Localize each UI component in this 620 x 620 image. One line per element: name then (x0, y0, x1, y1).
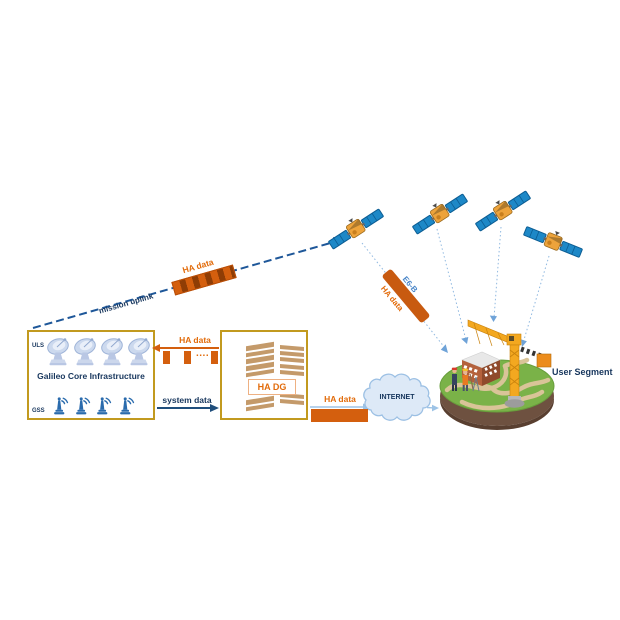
terrain-island-illustration (439, 319, 555, 430)
data-packet-bar (184, 351, 191, 364)
satellite-dish-icon (99, 336, 125, 366)
downlink-lines (361, 226, 550, 349)
satellite-dish-icon (72, 336, 98, 366)
workers (451, 367, 480, 392)
ha-dg-label: HA DG (248, 379, 296, 395)
ha-data-return-arrow (160, 347, 219, 349)
internet-label: INTERNET (379, 394, 415, 401)
satellite-dish-icon (45, 336, 71, 366)
data-packet-bar (211, 351, 218, 364)
internet-ha-data-bar (311, 409, 368, 422)
ha-data-return-arrowhead (152, 344, 160, 352)
ha-dg-box: HA DG (220, 330, 308, 420)
antenna-icon (96, 396, 112, 415)
cloud-icon (363, 373, 431, 421)
antenna-icon (119, 396, 135, 415)
downlink-arrowheads (440, 315, 527, 353)
core-infrastructure-title: Galileo Core Infrastructure (37, 371, 145, 381)
satellite-icon (522, 220, 586, 260)
antenna-icon (53, 396, 69, 415)
core-infrastructure-box: ULS Galileo Core Infrastructure GSS (27, 330, 155, 420)
system-data-label: system data (162, 395, 212, 405)
satellite-icon (471, 184, 533, 234)
system-data-arrow (157, 407, 211, 409)
internet-ha-data-label: HA data (324, 394, 356, 404)
data-packet-bar (163, 351, 170, 364)
satellite-icon (408, 187, 470, 237)
crane (467, 319, 552, 408)
satellite-icon (324, 202, 386, 252)
antenna-icon (75, 396, 91, 415)
ha-data-return-label: HA data (179, 335, 211, 345)
packet-dots: .... (196, 348, 210, 359)
user-segment-label: User Segment (552, 367, 613, 377)
satellite-dish-icon (126, 336, 152, 366)
uls-label: ULS (32, 343, 44, 349)
gss-label: GSS (32, 408, 45, 414)
system-data-arrowhead (210, 403, 219, 412)
